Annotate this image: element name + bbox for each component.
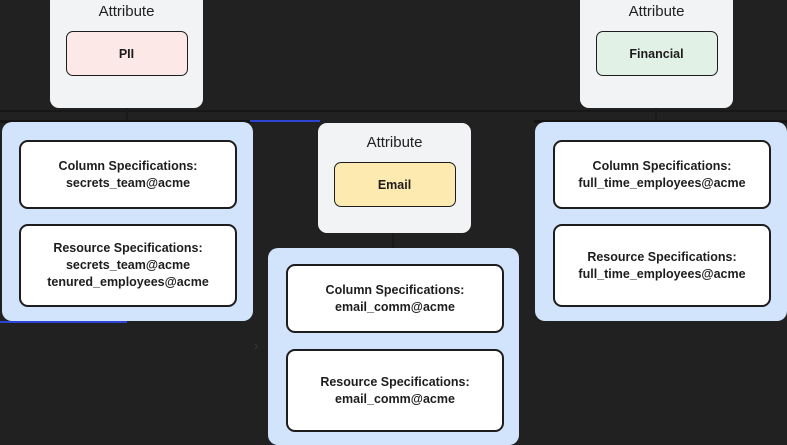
highlight-line-center [250,120,320,122]
connector-email-down [392,233,394,248]
spec-panel-pii: Column Specifications: secrets_team@acme… [2,122,253,321]
connector-rail-top [0,110,787,112]
spec-value: email_comm@acme [335,391,455,406]
connector-rail-right [534,120,787,123]
spec-label: Resource Specifications: [320,374,470,389]
attribute-pill-pii[interactable]: PII [65,31,188,76]
spec-box-column-specifications[interactable]: Column Specifications: email_comm@acme [286,264,504,333]
spec-panel-financial: Column Specifications: full_time_employe… [535,122,787,321]
spec-box-column-specifications[interactable]: Column Specifications: secrets_team@acme [19,140,237,209]
connector-rail-lower [0,120,253,123]
attribute-pill-email[interactable]: Email [333,162,456,207]
spec-panel-email: Column Specifications: email_comm@acme R… [268,248,519,445]
attribute-card-title: Attribute [628,3,685,20]
spec-box-resource-specifications[interactable]: Resource Specifications: full_time_emplo… [553,224,771,307]
spec-box-resource-specifications[interactable]: Resource Specifications: secrets_team@ac… [19,224,237,307]
spec-value: secrets_team@acme [65,258,191,272]
attribute-card-email[interactable]: Attribute Email [318,123,471,233]
connector-financial-down [655,108,657,122]
spec-box-resource-specifications[interactable]: Resource Specifications: email_comm@acme [286,349,504,432]
spec-label: Resource Specifications: [53,241,203,255]
attribute-pill-financial[interactable]: Financial [595,31,718,76]
spec-label: Resource Specifications: [587,249,737,264]
spec-value: secrets_team@acme [65,175,191,190]
spec-value: full_time_employees@acme [578,266,746,281]
attribute-card-financial[interactable]: Attribute Financial [580,0,733,108]
highlight-line-left-panel [0,321,127,323]
spec-box-column-specifications[interactable]: Column Specifications: full_time_employe… [553,140,771,209]
spec-label: Column Specifications: [325,282,465,297]
spec-label: Column Specifications: [592,158,732,173]
chevron-right-icon[interactable]: › [254,338,259,353]
attribute-card-title: Attribute [366,134,423,151]
spec-label: Column Specifications: [58,158,198,173]
attribute-card-pii[interactable]: Attribute PII [50,0,203,108]
spec-value: tenured_employees@acme [47,275,209,289]
spec-value: email_comm@acme [335,299,455,314]
spec-value: full_time_employees@acme [578,175,746,190]
attribute-card-title: Attribute [98,3,155,20]
connector-pii-down [126,108,128,122]
